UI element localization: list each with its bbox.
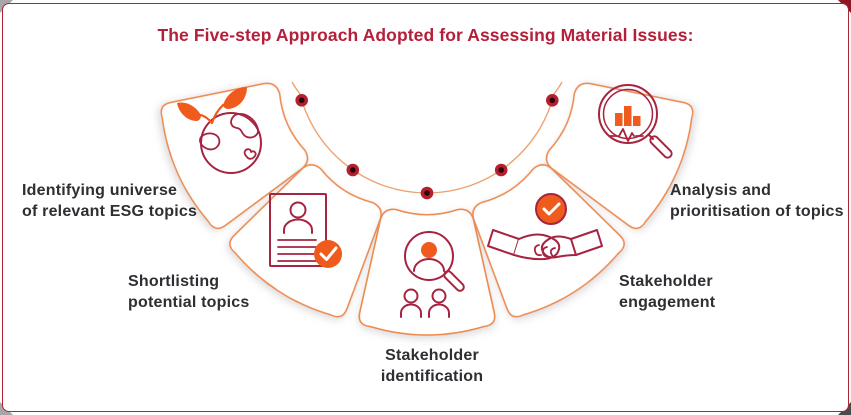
milestone-dot-2 (346, 163, 360, 177)
step-label-line: Stakeholder (619, 273, 713, 290)
step-label-analysis-prioritisation: Analysis and prioritisation of topics (670, 180, 844, 222)
milestone-dot-4 (494, 163, 508, 177)
step-label-stakeholder-engagement: Stakeholder engagement (619, 271, 715, 313)
connector-arc (291, 81, 563, 194)
step-label-line: Stakeholder (385, 347, 479, 364)
step-label-line: Identifying universe (22, 182, 178, 199)
milestone-dot-5 (546, 94, 559, 107)
page-title: The Five-step Approach Adopted for Asses… (157, 25, 694, 45)
step-label-stakeholder-identification: Stakeholder identification (344, 345, 520, 387)
globe-leaf-icon (177, 87, 262, 174)
step-label-line: identification (380, 368, 484, 385)
step-label-line: Analysis and (670, 182, 772, 199)
outer-frame (2, 3, 849, 412)
step-label-line: potential topics (128, 294, 250, 311)
handshake-check-icon (487, 193, 603, 261)
chart-magnifier-icon (598, 84, 673, 159)
person-search-icon (400, 231, 465, 318)
milestone-dot-3 (420, 186, 434, 200)
step-card-stakeholder-identification (358, 208, 496, 336)
step-label-line: prioritisation of topics (670, 203, 844, 220)
milestone-dot-1 (295, 94, 309, 107)
step-label-line: engagement (619, 294, 716, 311)
step-label-identifying-universe: Identifying universe of relevant ESG top… (22, 180, 197, 222)
step-label-line: Shortlisting (128, 273, 220, 290)
step-label-line: of relevant ESG topics (22, 203, 198, 220)
document-check-icon (269, 193, 342, 268)
step-label-shortlisting: Shortlisting potential topics (128, 271, 249, 313)
